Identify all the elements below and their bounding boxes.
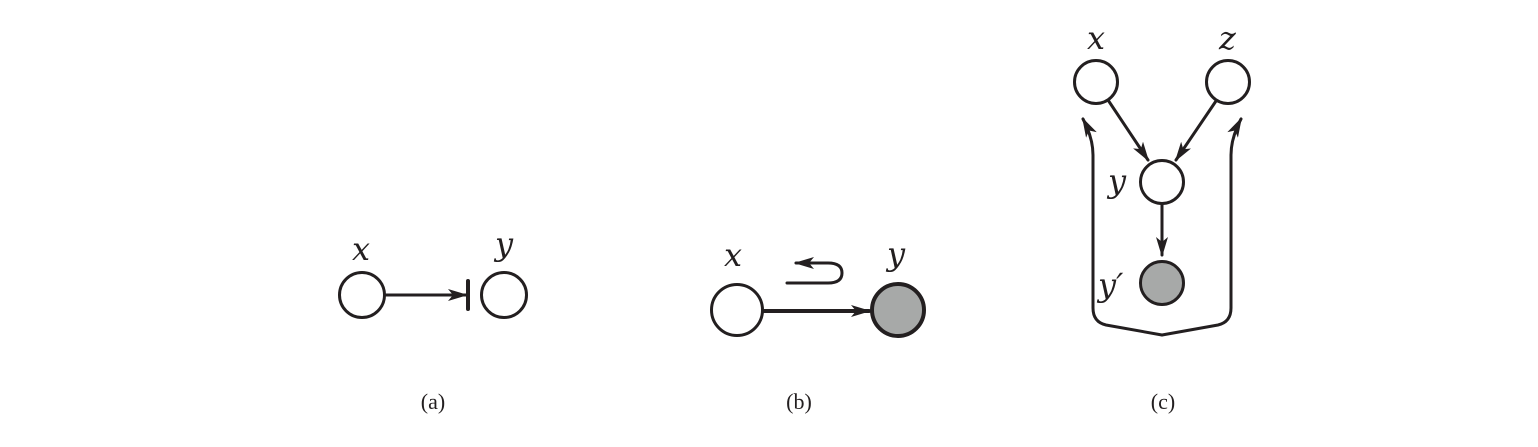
panel-c-feedback-edge-left	[1081, 117, 1164, 337]
panel-a-node-y	[480, 271, 528, 319]
panel-b-node-x	[710, 283, 764, 337]
panel-b-x-label: x	[724, 236, 742, 274]
panel-c-caption: (c)	[1151, 389, 1175, 414]
panel-c-z-label: z	[1218, 19, 1237, 57]
panel-b-node-y	[870, 282, 926, 338]
panel-a-node-x	[338, 271, 386, 319]
panel-b-y-label: y	[885, 235, 906, 273]
panel-c-node-x	[1073, 59, 1119, 105]
panel-c: x z y y′ (c)	[1073, 19, 1251, 414]
panel-c-feedback-edge-right	[1160, 117, 1243, 337]
panel-c-edge-z-y	[1174, 99, 1218, 162]
panel-b-caption: (b)	[786, 389, 812, 414]
panel-b: x y (b)	[710, 235, 926, 414]
panel-a-y-label: y	[493, 225, 514, 263]
panel-a-caption: (a)	[421, 389, 445, 414]
panel-c-node-y	[1139, 159, 1185, 205]
panel-c-y-label: y	[1106, 162, 1127, 200]
panel-c-node-yprime	[1139, 260, 1185, 306]
panel-c-yprime-label: y′	[1096, 266, 1124, 304]
panel-b-return-arrow-icon	[785, 257, 844, 285]
panel-a: x y (a)	[338, 225, 528, 414]
panel-c-x-label: x	[1087, 19, 1105, 57]
panel-c-edge-x-y	[1106, 98, 1150, 162]
panel-a-x-label: x	[352, 230, 370, 268]
panel-c-node-z	[1205, 59, 1251, 105]
